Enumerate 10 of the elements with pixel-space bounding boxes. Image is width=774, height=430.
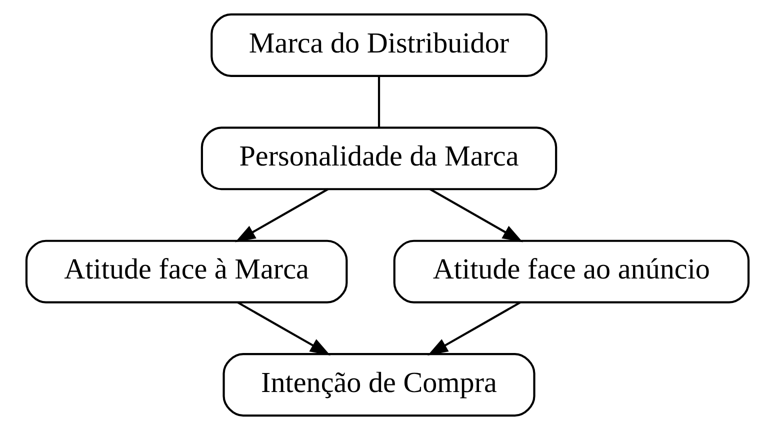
node-box: Intenção de Compra bbox=[222, 353, 535, 417]
node-box: Personalidade da Marca bbox=[200, 126, 557, 190]
arrow bbox=[427, 301, 520, 356]
node-box: Atitude face ao anúncio bbox=[392, 240, 750, 304]
arrow bbox=[234, 188, 328, 242]
arrow bbox=[429, 188, 522, 242]
node-box: Marca do Distribuidor bbox=[210, 13, 547, 77]
arrow bbox=[236, 301, 330, 356]
node-box: Atitude face à Marca bbox=[24, 240, 348, 304]
connector bbox=[377, 76, 380, 128]
